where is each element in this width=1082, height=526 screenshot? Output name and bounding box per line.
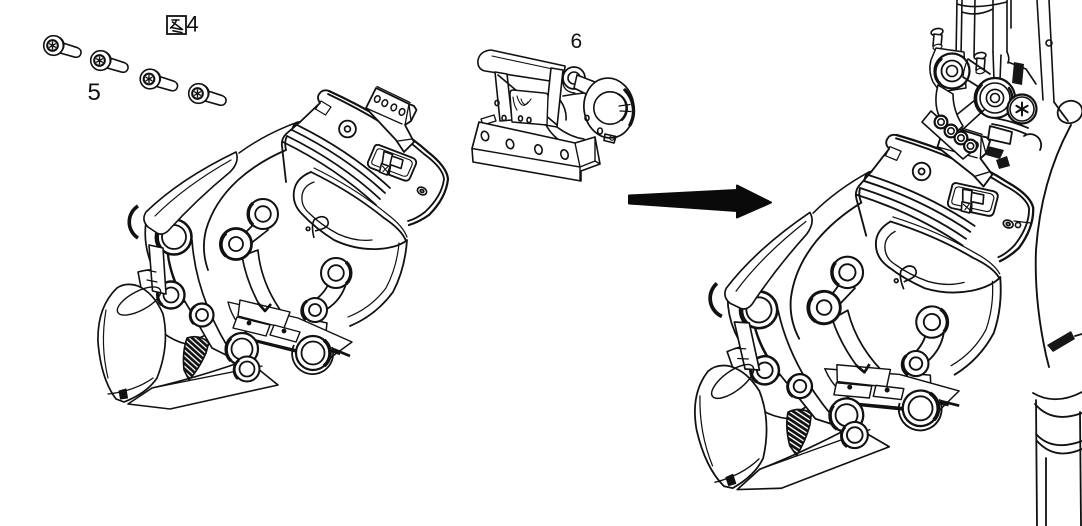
svg-text:6: 6 xyxy=(571,30,583,53)
svg-text:4: 4 xyxy=(187,12,199,37)
svg-text:5: 5 xyxy=(88,79,101,106)
